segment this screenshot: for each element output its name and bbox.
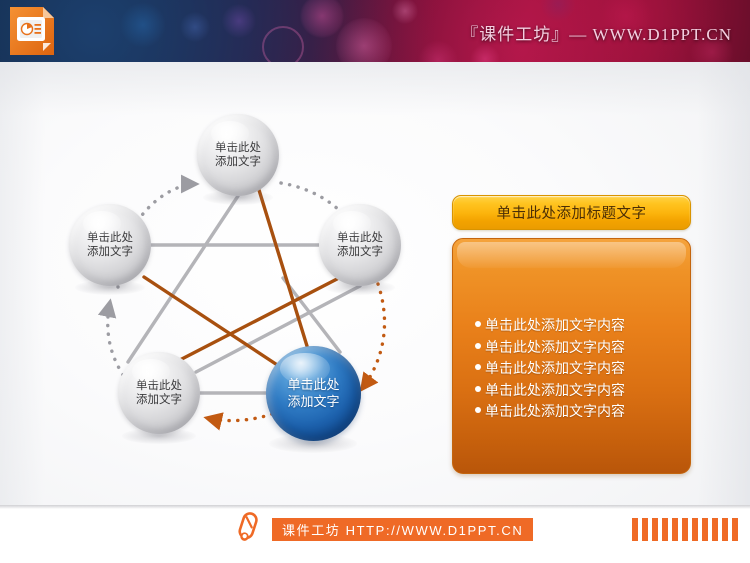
bullet-list: 单击此处添加文字内容 单击此处添加文字内容 单击此处添加文字内容 单击此处添加文…	[475, 315, 680, 423]
node-label-line2: 添加文字	[287, 393, 340, 409]
bullet-dot-icon	[475, 364, 481, 370]
diagram-node-top[interactable]: 单击此处 添加文字	[197, 114, 279, 196]
bullet-text: 单击此处添加文字内容	[485, 338, 625, 355]
list-item[interactable]: 单击此处添加文字内容	[475, 337, 680, 359]
node-label-line2: 添加文字	[337, 246, 383, 258]
content-panel: 单击此处添加标题文字 单击此处添加文字内容 单击此处添加文字内容 单击此处添加文…	[452, 195, 691, 474]
diagram-node-bottom-left[interactable]: 单击此处 添加文字	[118, 352, 200, 434]
header-banner: 『课件工坊』— WWW.D1PPT.CN	[0, 0, 750, 62]
bullet-dot-icon	[475, 342, 481, 349]
bullet-dot-icon	[475, 407, 481, 413]
bullet-text: 单击此处添加文字内容	[485, 403, 625, 419]
footer-bar-tick	[692, 518, 698, 541]
bullet-dot-icon	[475, 321, 481, 327]
header-title: 『课件工坊』— WWW.D1PPT.CN	[461, 25, 732, 44]
footer-bar-tick	[712, 518, 718, 541]
panel-title[interactable]: 单击此处添加标题文字	[452, 195, 691, 230]
node-label-line1: 单击此处	[337, 231, 383, 244]
footer-bar-tick	[642, 518, 648, 541]
pentagram-diagram: 单击此处 添加文字 单击此处 添加文字 单击此处 添加文字 单击此处 添加文字 …	[0, 62, 460, 505]
diagram-node-right[interactable]: 单击此处 添加文字	[319, 204, 401, 286]
node-label-line2: 添加文字	[87, 246, 133, 258]
slide-body: 单击此处 添加文字 单击此处 添加文字 单击此处 添加文字 单击此处 添加文字 …	[0, 62, 750, 505]
list-item[interactable]: 单击此处添加文字内容	[475, 358, 680, 380]
bullet-text: 单击此处添加文字内容	[485, 360, 625, 376]
node-label-line1: 单击此处	[87, 231, 133, 244]
list-item[interactable]: 单击此处添加文字内容	[475, 315, 680, 337]
node-label-line2: 添加文字	[136, 394, 182, 406]
pen-icon	[238, 512, 258, 541]
footer-bar-tick	[632, 518, 638, 541]
diagram-node-bottom-right[interactable]: 单击此处 添加文字	[266, 346, 361, 441]
footer-url-text: 课件工坊 HTTP://WWW.D1PPT.CN	[282, 523, 524, 538]
node-label-line1: 单击此处	[136, 379, 182, 392]
footer-bar-decoration	[632, 518, 738, 541]
list-item[interactable]: 单击此处添加文字内容	[475, 401, 680, 423]
footer-bar-tick	[652, 518, 658, 541]
footer-divider	[0, 505, 750, 509]
panel-body[interactable]: 单击此处添加文字内容 单击此处添加文字内容 单击此处添加文字内容 单击此处添加文…	[452, 238, 691, 474]
footer-bar-tick	[672, 518, 678, 541]
bullet-dot-icon	[475, 385, 481, 392]
footer-bar-tick	[702, 518, 708, 541]
node-label-line2: 添加文字	[215, 156, 261, 168]
node-label-line1: 单击此处	[215, 141, 261, 154]
bokeh-background	[0, 0, 750, 62]
node-label-line1: 单击此处	[287, 377, 340, 393]
list-item[interactable]: 单击此处添加文字内容	[475, 380, 680, 402]
footer-bar-tick	[722, 518, 728, 541]
footer-bar-tick	[682, 518, 688, 541]
footer-bar-tick	[732, 518, 738, 541]
bullet-text: 单击此处添加文字内容	[485, 317, 625, 333]
bullet-text: 单击此处添加文字内容	[485, 381, 625, 398]
powerpoint-logo-icon	[10, 7, 54, 55]
diagram-node-left[interactable]: 单击此处 添加文字	[69, 204, 151, 286]
footer-bar-tick	[662, 518, 668, 541]
footer-url-band: 课件工坊 HTTP://WWW.D1PPT.CN	[272, 518, 534, 541]
